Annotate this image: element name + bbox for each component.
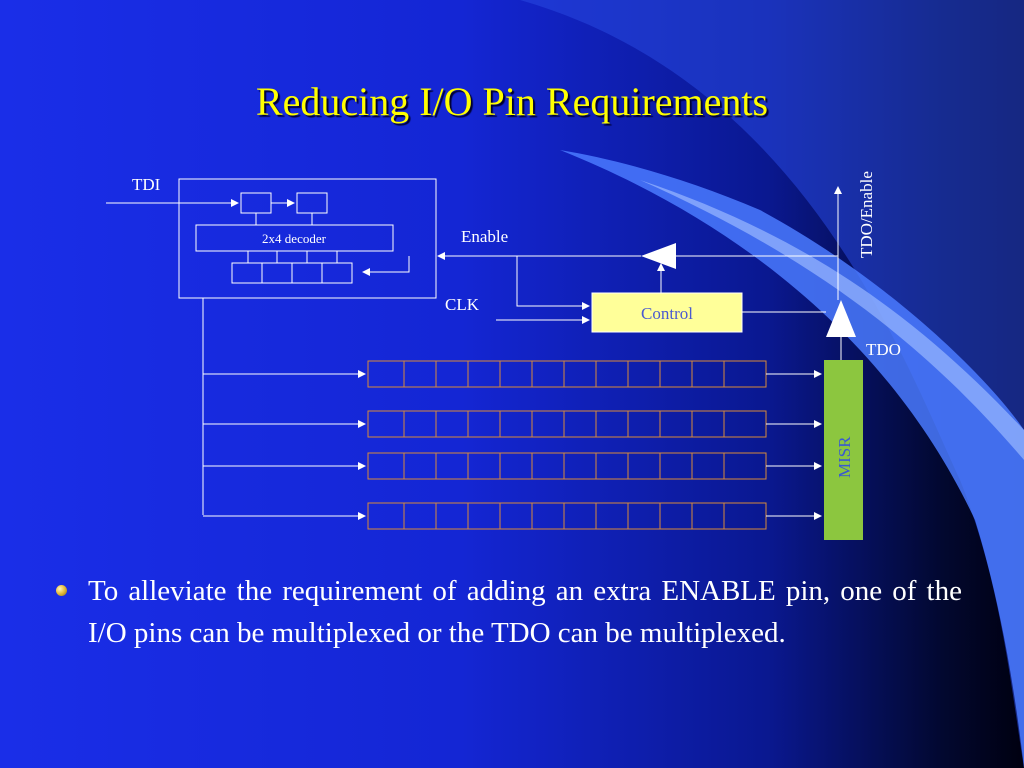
tdi-block	[178, 178, 437, 299]
scan-register-cell	[403, 360, 437, 388]
scan-register-cell	[627, 502, 661, 530]
scan-register-cell	[403, 410, 437, 438]
scan-register-cell	[723, 360, 767, 388]
scan-register-cell	[531, 410, 565, 438]
slide-title: Reducing I/O Pin Requirements	[255, 79, 769, 124]
decoder-cell	[321, 262, 353, 284]
scan-register-cell	[531, 360, 565, 388]
scan-register-cell	[563, 360, 597, 388]
scan-register-cell	[467, 360, 501, 388]
scan-register-cell	[435, 452, 469, 480]
scan-register-cell	[467, 410, 501, 438]
scan-register-cell	[531, 502, 565, 530]
scan-register-cell	[435, 410, 469, 438]
scan-register-cell	[691, 452, 725, 480]
background-swoosh-highlight	[560, 150, 1024, 768]
scan-register-cell	[627, 360, 661, 388]
scan-register-cell	[499, 410, 533, 438]
control-label: Control	[641, 304, 693, 323]
decoder-cell	[231, 262, 263, 284]
scan-register-cell	[691, 410, 725, 438]
background-swoosh	[520, 0, 1024, 768]
scan-register-cell	[467, 452, 501, 480]
misr-box	[824, 360, 863, 540]
scan-register-cell	[595, 360, 629, 388]
scan-register-cell	[691, 360, 725, 388]
scan-register-cell	[659, 410, 693, 438]
scan-register-cell	[499, 452, 533, 480]
scan-register-cell	[403, 502, 437, 530]
scan-register-cell	[659, 502, 693, 530]
clk-label: CLK	[445, 295, 480, 314]
scan-register-cell	[723, 502, 767, 530]
enable-to-decoder-cells	[362, 256, 410, 276]
scan-register-cell	[595, 452, 629, 480]
scan-register-cell	[367, 410, 405, 438]
scan-register-cell	[595, 410, 629, 438]
tristate-buffer-icon	[641, 243, 676, 269]
scan-register-cell	[367, 502, 405, 530]
scan-register-cell	[531, 452, 565, 480]
scan-register-cell	[723, 410, 767, 438]
scan-register-cell	[627, 410, 661, 438]
scan-register-cell	[563, 452, 597, 480]
scan-register-cell	[367, 360, 405, 388]
misr-label: MISR	[835, 436, 854, 478]
scan-register-cell	[367, 452, 405, 480]
scan-register-cell	[563, 410, 597, 438]
bullet-list: To alleviate the requirement of adding a…	[56, 570, 962, 654]
scan-register-cell	[595, 502, 629, 530]
scan-register-cell	[435, 502, 469, 530]
scan-register-cell	[403, 452, 437, 480]
scan-register-cell	[563, 502, 597, 530]
scan-register-cell	[659, 360, 693, 388]
tdi-label: TDI	[132, 175, 161, 194]
scan-register-cell	[467, 502, 501, 530]
enable-label: Enable	[461, 227, 508, 246]
scan-register-cell	[659, 452, 693, 480]
scan-register-cell	[499, 360, 533, 388]
scan-register-cell	[499, 502, 533, 530]
tdi-flipflop-1	[240, 192, 272, 214]
tdo-buffer-icon	[826, 300, 856, 337]
scan-register-cell	[627, 452, 661, 480]
control-box	[591, 292, 743, 333]
scan-register-cell	[435, 360, 469, 388]
bullet-item: To alleviate the requirement of adding a…	[56, 570, 962, 654]
bullet-icon	[56, 585, 67, 596]
tdo-label: TDO	[866, 340, 901, 359]
decoder-label: 2x4 decoder	[262, 231, 327, 246]
decoder-cell	[261, 262, 293, 284]
tdi-flipflop-2	[296, 192, 328, 214]
enable-to-control-line	[516, 256, 590, 310]
decoder-cell	[291, 262, 323, 284]
tdo-enable-label: TDO/Enable	[857, 171, 876, 258]
scan-register-cell	[691, 502, 725, 530]
bullet-text: To alleviate the requirement of adding a…	[88, 575, 962, 649]
decoder-box	[195, 224, 394, 252]
scan-register-cell	[723, 452, 767, 480]
